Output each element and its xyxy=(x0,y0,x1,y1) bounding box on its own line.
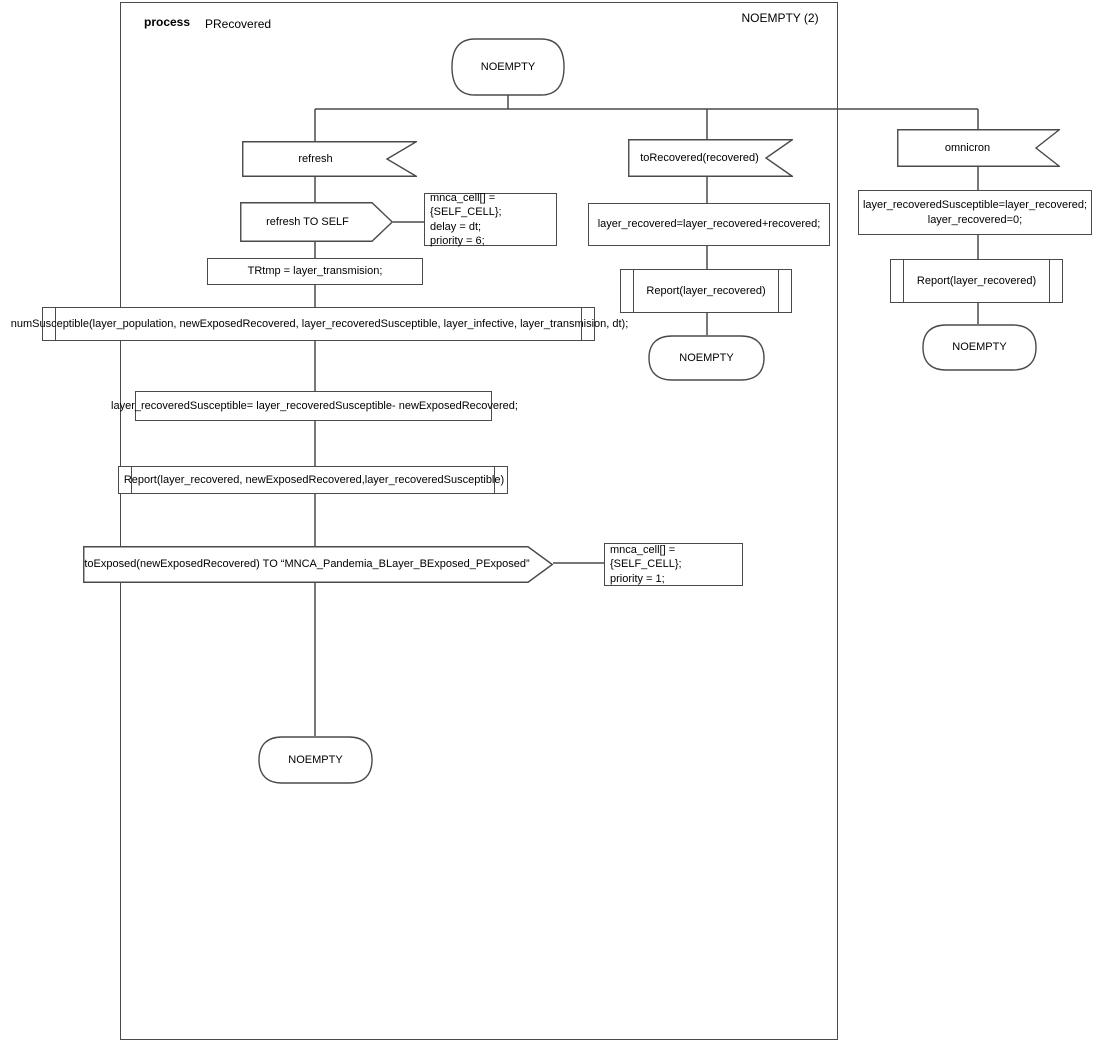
task-reset-recovered[interactable]: layer_recoveredSusceptible=layer_recover… xyxy=(858,190,1092,235)
process-frame xyxy=(120,2,838,1040)
process-kind-label: process xyxy=(144,15,191,29)
input-signal-shape xyxy=(242,141,417,177)
task-trtmp[interactable]: TRtmp = layer_transmision; xyxy=(207,258,423,285)
input-refresh[interactable]: refresh xyxy=(242,141,417,177)
comment-refresh-output[interactable]: mnca_cell[] = {SELF_CELL}; delay = dt; p… xyxy=(424,191,557,247)
input-torecovered[interactable]: toRecovered(recovered) xyxy=(628,139,793,177)
procedure-report-right[interactable]: Report(layer_recovered) xyxy=(890,259,1063,303)
state-shape xyxy=(922,324,1037,371)
procedure-label: Report(layer_recovered) xyxy=(646,284,766,297)
state-end-middle-noempty[interactable]: NOEMPTY xyxy=(648,335,765,381)
output-signal-shape xyxy=(83,546,553,583)
output-signal-shape xyxy=(240,202,393,242)
task-label: TRtmp = layer_transmision; xyxy=(247,265,383,278)
task-add-recovered[interactable]: layer_recovered=layer_recovered+recovere… xyxy=(588,203,830,246)
procedure-numsusceptible[interactable]: numSusceptible(layer_population, newExpo… xyxy=(11,307,628,341)
task-label: layer_recoveredSusceptible= layer_recove… xyxy=(111,399,518,412)
procedure-label: Report(layer_recovered, newExposedRecove… xyxy=(123,473,505,486)
input-omnicron[interactable]: omnicron xyxy=(897,129,1060,167)
state-start-noempty[interactable]: NOEMPTY xyxy=(451,38,565,96)
state-end-left-noempty[interactable]: NOEMPTY xyxy=(258,736,373,784)
task-label: layer_recovered=layer_recovered+recovere… xyxy=(597,218,821,231)
task-update-susceptible[interactable]: layer_recoveredSusceptible= layer_recove… xyxy=(111,391,518,421)
procedure-label: numSusceptible(layer_population, newExpo… xyxy=(10,317,629,330)
comment-text: mnca_cell[] = {SELF_CELL}; delay = dt; p… xyxy=(430,191,502,247)
procedure-report-full[interactable]: Report(layer_recovered, newExposedRecove… xyxy=(118,466,508,494)
state-end-right-noempty[interactable]: NOEMPTY xyxy=(922,324,1037,371)
procedure-report-middle[interactable]: Report(layer_recovered) xyxy=(620,269,792,313)
comment-toexposed-output[interactable]: mnca_cell[] = {SELF_CELL}; priority = 1; xyxy=(604,543,743,586)
process-name: PRecovered xyxy=(205,17,272,31)
output-toexposed[interactable]: toExposed(newExposedRecovered) TO “MNCA_… xyxy=(83,546,553,583)
task-label: layer_recoveredSusceptible=layer_recover… xyxy=(862,199,1088,226)
state-shape xyxy=(258,736,373,784)
procedure-label: Report(layer_recovered) xyxy=(916,274,1037,287)
output-refresh-to-self[interactable]: refresh TO SELF xyxy=(240,202,393,242)
input-signal-shape xyxy=(897,129,1060,167)
comment-text: mnca_cell[] = {SELF_CELL}; priority = 1; xyxy=(610,544,682,585)
state-shape xyxy=(648,335,765,381)
page-reference: NOEMPTY (2) xyxy=(741,11,819,25)
state-shape xyxy=(451,38,565,96)
input-signal-shape xyxy=(628,139,793,177)
